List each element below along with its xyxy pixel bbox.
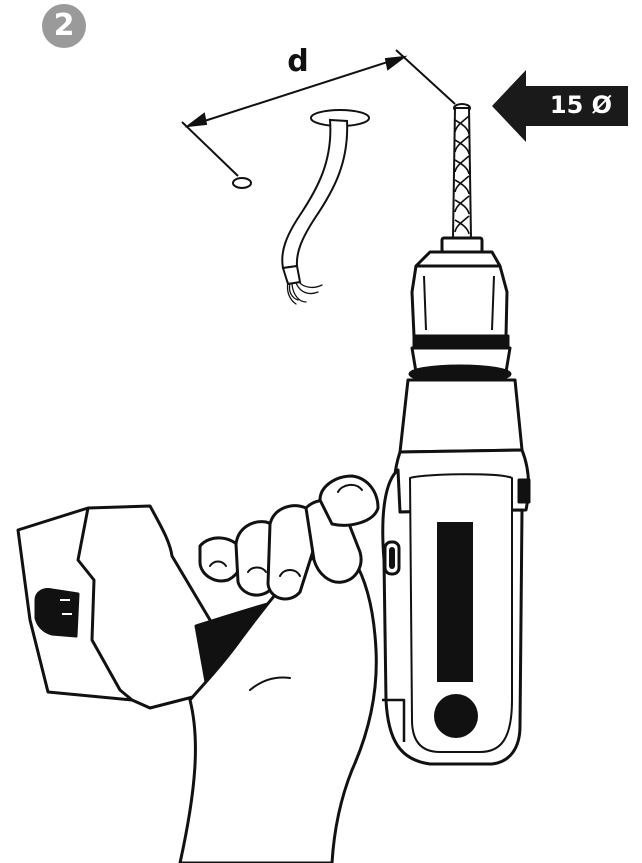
- hand-icon: [178, 474, 380, 863]
- cordless-drill-icon: [381, 236, 531, 766]
- drill-bit-icon: [451, 103, 473, 239]
- arrow-left-icon: [492, 70, 628, 142]
- drill-bit-size-callout: 15 Ø: [492, 70, 628, 142]
- step-number-badge: 2: [42, 4, 86, 48]
- electrical-cable-icon: [281, 109, 370, 305]
- distance-label: d: [287, 44, 309, 79]
- distance-dimension-line: [181, 49, 456, 177]
- drill-bit-size-label: 15 Ø: [549, 91, 613, 119]
- pilot-hole: [232, 177, 252, 189]
